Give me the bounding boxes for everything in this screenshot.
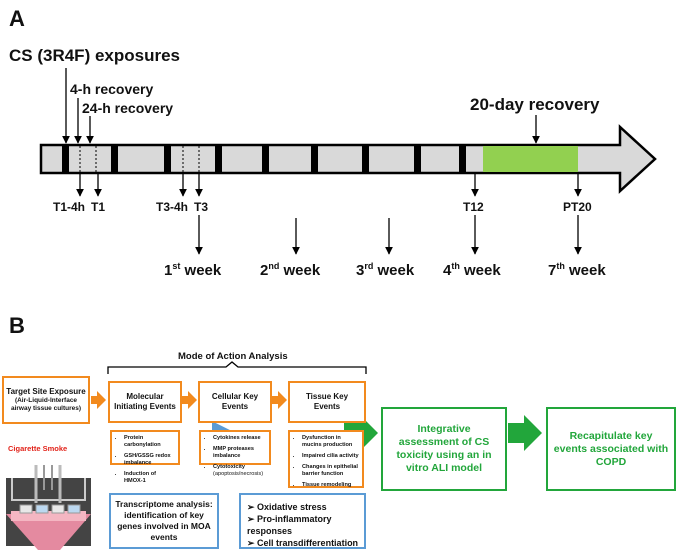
orange-arrow	[91, 391, 106, 409]
timepoint-t3: T3	[194, 200, 209, 214]
cke-list: Cytokines release MMP proteases imbalanc…	[203, 435, 267, 478]
week-label-3: 3rd week	[356, 261, 415, 279]
timeline-arrow	[39, 124, 657, 194]
moa-title: Mode of Action Analysis	[178, 351, 288, 362]
exposure-bar	[311, 146, 318, 172]
list-item: GSH/GSSG redox imbalance	[124, 453, 176, 467]
target-site-exposure-box: Target Site Exposure (Air-Liquid-Interfa…	[2, 376, 90, 424]
timepoint-t12: T12	[463, 200, 484, 214]
exposure-bars	[62, 146, 466, 172]
cke-list-box: Cytokines release MMP proteases imbalanc…	[199, 430, 271, 477]
integrative-assessment-box: Integrative assessment of CS toxicity us…	[381, 407, 507, 491]
tissue-key-events-box: Tissue Key Events	[288, 381, 366, 423]
recovery-4h-label: 4-h recovery	[70, 81, 154, 97]
recovery-period-bar	[483, 146, 578, 172]
exposure-chamber-illustration	[6, 465, 91, 550]
week-label-1: 1st week	[164, 261, 222, 279]
mie-list: Protein carbonylation GSH/GSSG redox imb…	[114, 435, 176, 485]
list-item: Cytokines release	[213, 435, 267, 442]
exposure-bar	[362, 146, 369, 172]
exposure-bar	[459, 146, 466, 172]
green-arrow	[508, 415, 542, 451]
exposure-bar	[164, 146, 171, 172]
exposure-bar	[62, 146, 69, 172]
timepoint-t1: T1	[91, 200, 106, 214]
list-item: Dysfunction in mucins production	[302, 435, 360, 449]
list-item: Impaired cilia activity	[302, 453, 360, 460]
tke-list: Dysfunction in mucins production Impaire…	[292, 435, 360, 489]
list-item: Induction of HMOX-1	[124, 471, 176, 485]
week-label-2: 2nd week	[260, 261, 321, 279]
transcriptome-results-list: ➢ Oxidative stress ➢ Pro-inflammatory re…	[247, 501, 360, 549]
orange-arrow	[182, 391, 197, 409]
timepoint-t3-4h: T3-4h	[156, 200, 189, 214]
recovery-20d-label: 20-day recovery	[470, 95, 600, 114]
orange-arrow	[272, 391, 287, 409]
exposure-bar	[414, 146, 421, 172]
panel-a-letter: A	[9, 6, 25, 31]
recapitulate-copd-box: Recapitulate key events associated with …	[546, 407, 676, 491]
target-site-subtitle: (Air-Liquid-Interface airway tissue cult…	[10, 397, 82, 412]
molecular-initiating-events-box: Molecular Initiating Events	[108, 381, 182, 423]
moa-brace	[107, 361, 367, 374]
week-label-4: 4th week	[443, 261, 501, 279]
orange-arrows	[91, 391, 287, 409]
list-item: Tissue remodeling	[302, 482, 360, 489]
cs-exposures-label: CS (3R4F) exposures	[9, 46, 180, 65]
tke-list-box: Dysfunction in mucins production Impaire…	[288, 430, 364, 488]
recovery-24h-label: 24-h recovery	[82, 100, 174, 116]
list-item: ➢ Cell transdifferentiation	[247, 538, 359, 548]
cellular-key-events-box: Cellular Key Events	[198, 381, 272, 423]
timepoint-pt20: PT20	[563, 200, 592, 214]
transcriptome-analysis-box: Transcriptome analysis: identification o…	[109, 493, 219, 549]
target-site-title: Target Site Exposure	[6, 387, 86, 396]
exposure-bar	[262, 146, 269, 172]
list-item: ➢ Oxidative stress	[247, 502, 327, 512]
list-item: MMP proteases imbalance	[213, 446, 267, 460]
mie-list-box: Protein carbonylation GSH/GSSG redox imb…	[110, 430, 180, 484]
week-label-7: 7th week	[548, 261, 606, 279]
list-item: Cytotoxicity(apoptosis/necrosis)	[213, 464, 267, 478]
transcriptome-results-box: ➢ Oxidative stress ➢ Pro-inflammatory re…	[239, 493, 366, 549]
timepoint-t1-4h: T1-4h	[53, 200, 86, 214]
panel-b-letter: B	[9, 313, 25, 338]
list-item: ➢ Pro-inflammatory responses	[247, 514, 332, 536]
timeline-graphic	[39, 68, 657, 255]
exposure-bar	[111, 146, 118, 172]
list-item: Protein carbonylation	[124, 435, 176, 449]
exposure-bar	[215, 146, 222, 172]
list-item: Changes in epithelial barrier function	[302, 464, 360, 478]
cigarette-smoke-label: Cigarette Smoke	[8, 444, 68, 453]
